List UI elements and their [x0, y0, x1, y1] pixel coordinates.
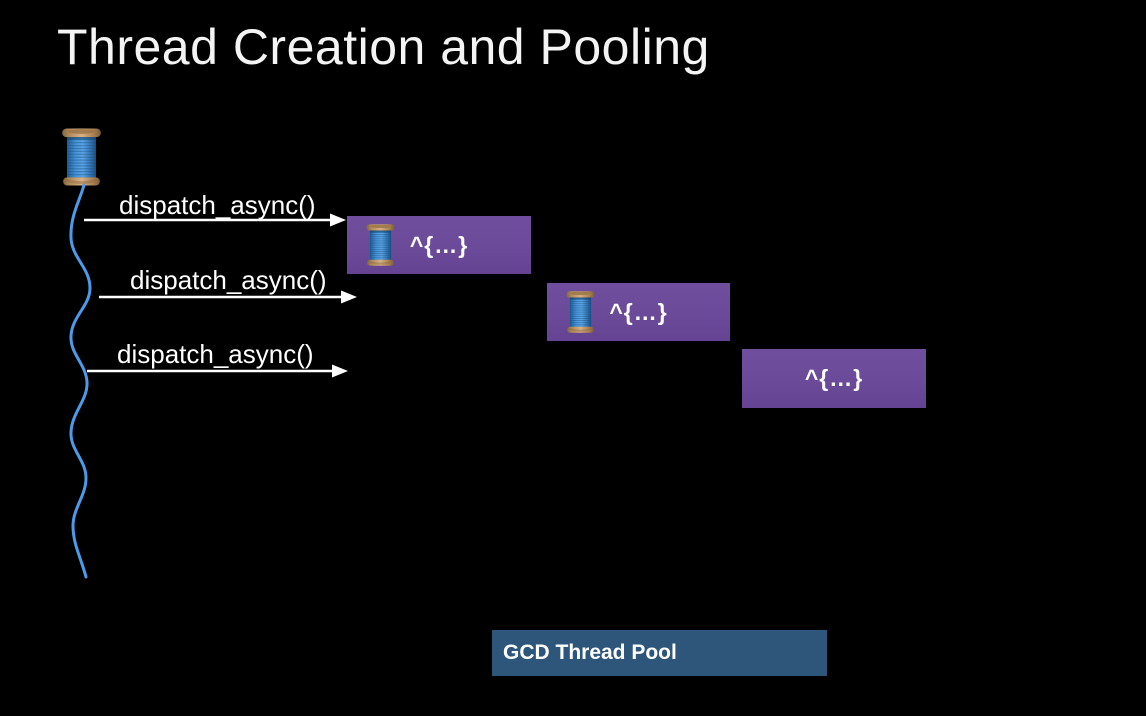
task-block-1: ^{…} — [347, 216, 531, 274]
task-block-2: ^{…} — [547, 283, 730, 341]
block-literal-label: ^{…} — [409, 231, 469, 258]
worker-thread-spool-icon — [366, 224, 395, 266]
block-literal-label: ^{…} — [804, 365, 864, 391]
block-literal-label: ^{…} — [609, 298, 668, 325]
dispatch-call-label-2: dispatch_async() — [130, 265, 327, 295]
main-thread-line — [69, 183, 92, 579]
dispatch-arrow-3 — [87, 364, 348, 378]
dispatch-call-label-3: dispatch_async() — [117, 339, 314, 369]
dispatch-arrow-1 — [84, 213, 346, 227]
gcd-thread-pool-label: GCD Thread Pool — [503, 641, 677, 664]
task-block-3: ^{…} — [742, 349, 926, 408]
worker-thread-spool-icon — [566, 291, 595, 333]
slide-title: Thread Creation and Pooling — [57, 19, 710, 75]
dispatch-call-label-1: dispatch_async() — [119, 190, 316, 220]
dispatch-arrow-2 — [99, 290, 357, 304]
gcd-thread-pool-box: GCD Thread Pool — [492, 630, 827, 676]
